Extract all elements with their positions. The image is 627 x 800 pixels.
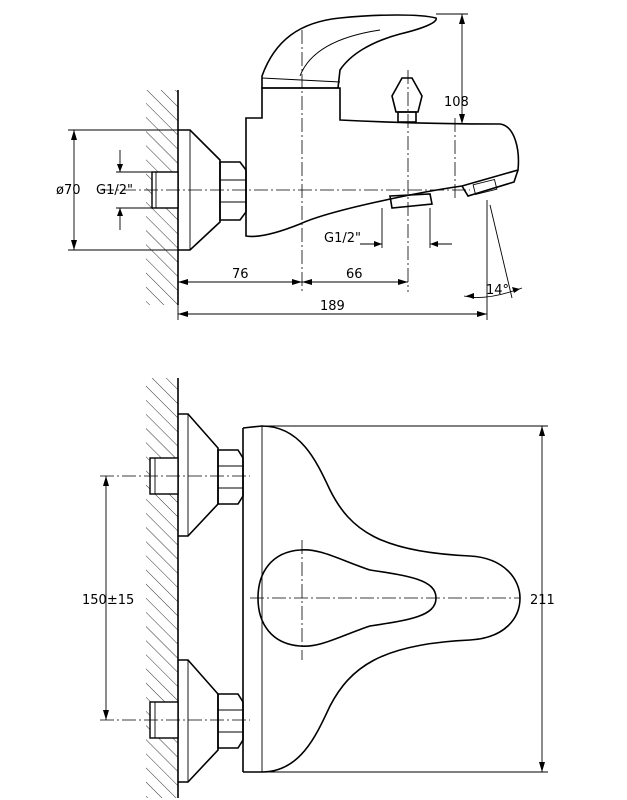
shower-outlet	[389, 193, 433, 209]
dim-angle: 14°	[486, 283, 509, 298]
dim-thread-outlet: G1/2"	[324, 231, 361, 246]
dim-thread-inlet: G1/2"	[96, 183, 133, 198]
front-view: 150±15 211	[82, 378, 555, 798]
dim-centers: 150±15	[82, 593, 134, 608]
mixer-body	[245, 87, 520, 238]
hex-nut-top	[219, 161, 247, 221]
dim-axis-to-outlet: 66	[346, 267, 363, 282]
escutcheon-upper	[178, 413, 219, 537]
side-view: ø70 G1/2" 108 G1/2" 76 66	[56, 13, 523, 320]
lever-handle	[261, 14, 437, 89]
dim-height: 108	[444, 95, 469, 110]
spout-outlet	[461, 169, 519, 197]
dim-total-length: 189	[320, 299, 345, 314]
dim-diameter: ø70	[56, 183, 81, 198]
mixer-body-front	[242, 425, 521, 773]
dim-width: 211	[530, 593, 555, 608]
escutcheon-lower	[178, 659, 219, 783]
dim-wall-to-axis: 76	[232, 267, 249, 282]
hex-nut-upper	[217, 449, 244, 505]
hex-nut-lower	[217, 693, 244, 749]
diverter-knob	[391, 77, 423, 113]
